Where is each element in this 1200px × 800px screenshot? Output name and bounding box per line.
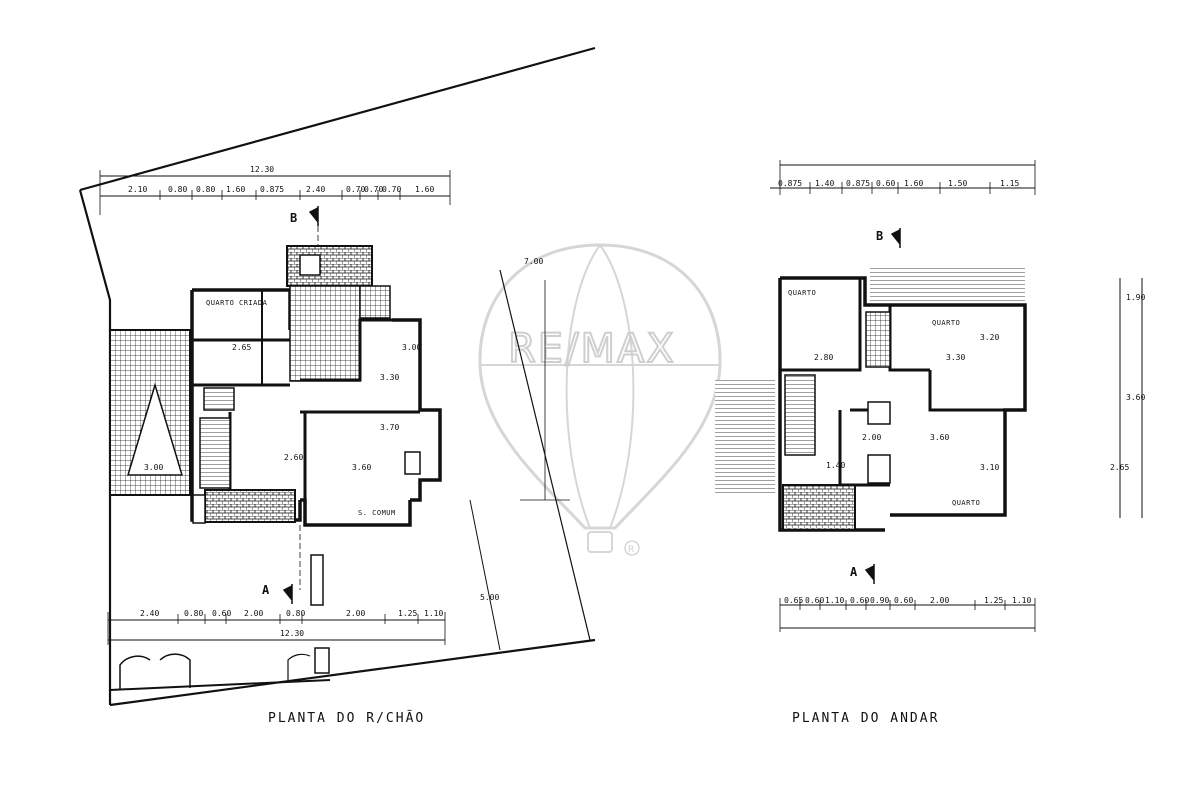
dim: 2.40 (306, 185, 325, 194)
maid-room-width: 2.65 (232, 343, 251, 352)
dim: 1.10 (424, 609, 443, 618)
front-gate (119, 653, 191, 690)
dim: 1.60 (904, 179, 923, 188)
upper-section-a-label: A (850, 565, 858, 579)
upper-room-1-label: QUARTO (788, 289, 816, 297)
dim: 0.60 (805, 596, 824, 605)
ground-section-b-label: B (290, 211, 297, 225)
dim: 0.875 (846, 179, 870, 188)
section-arrow-icon (864, 564, 875, 584)
common-depth: 3.70 (380, 423, 399, 432)
dim: 1.60 (415, 185, 434, 194)
upper-room-3-width: 3.60 (930, 433, 949, 442)
patio-triangle (126, 382, 184, 476)
ground-bottom-dims: 2.40 0.80 0.60 2.00 0.80 2.00 1.25 1.10 (140, 609, 443, 618)
ground-section-a-label: A (262, 583, 270, 597)
dim: 2.00 (930, 596, 949, 605)
side-dim: 5.00 (480, 593, 499, 602)
dim: 0.80 (184, 609, 203, 618)
upper-room-1-width: 2.80 (814, 353, 833, 362)
dim: 1.10 (825, 596, 844, 605)
dim: 0.80 (286, 609, 305, 618)
dim: 0.875 (778, 179, 802, 188)
maid-room-label: QUARTO CRIADA (206, 299, 268, 307)
dim: 2.00 (244, 609, 263, 618)
upper-floor-plan: 0.875 1.40 0.875 0.60 1.60 1.50 1.15 B Q (715, 160, 1145, 726)
dim: 0.90 (870, 596, 889, 605)
dim: 0.70 (382, 185, 401, 194)
dim: 2.40 (140, 609, 159, 618)
dim: 1.10 (1012, 596, 1031, 605)
dim: 1.25 (398, 609, 417, 618)
watermark-text: RE/MAX (508, 326, 676, 372)
dim: 0.70 (346, 185, 365, 194)
ground-top-total-dim: 12.30 (250, 165, 274, 174)
upper-stair-dim: 1.40 (826, 461, 845, 470)
section-arrow-icon (890, 228, 901, 248)
stair-dim: 2.60 (284, 453, 303, 462)
dim: 0.65 (784, 596, 803, 605)
right-total-dim: 7.00 (524, 257, 543, 266)
dim: 0.60 (894, 596, 913, 605)
dim: 0.875 (260, 185, 284, 194)
ground-floor-title: PLANTA DO R/CHÃO (268, 710, 425, 726)
upper-top-dims: 0.875 1.40 0.875 0.60 1.60 1.50 1.15 (778, 179, 1019, 188)
dim: 0.60 (212, 609, 231, 618)
upper-room-2-label: QUARTO (932, 319, 960, 327)
hall-width: 3.00 (402, 343, 421, 352)
upper-bottom-dims: 0.65 0.60 1.10 0.60 0.90 0.60 2.00 1.25 … (784, 596, 1031, 605)
upper-room-3-depth: 3.10 (980, 463, 999, 472)
plot-boundary (78, 46, 596, 707)
remax-watermark: RE/MAX R (478, 243, 722, 556)
upper-room-2-width: 3.30 (946, 353, 965, 362)
dim: 1.50 (948, 179, 967, 188)
dim: 0.80 (196, 185, 215, 194)
right-dim-c: 2.65 (1110, 463, 1129, 472)
ground-top-dims: 2.10 0.80 0.80 1.60 0.875 2.40 0.70 0.70… (128, 185, 434, 194)
upper-room-3-label: QUARTO (952, 499, 980, 507)
section-arrow-icon (308, 206, 319, 226)
upper-bath-width: 2.00 (862, 433, 881, 442)
dim: 1.40 (815, 179, 834, 188)
patio-dim: 3.00 (144, 463, 163, 472)
dim: 1.25 (984, 596, 1003, 605)
upper-room-2-depth: 3.20 (980, 333, 999, 342)
dim: 0.60 (876, 179, 895, 188)
right-dim-b: 3.60 (1126, 393, 1145, 402)
dim: 0.80 (168, 185, 187, 194)
upper-section-b-label: B (876, 229, 883, 243)
ground-floor-plan: 12.30 2.10 0.80 0.80 1.60 0.875 2.40 0.7… (78, 46, 596, 726)
dim: 1.15 (1000, 179, 1019, 188)
dim: 0.70 (364, 185, 383, 194)
dim: 1.60 (226, 185, 245, 194)
upper-floor-title: PLANTA DO ANDAR (792, 711, 939, 726)
hall-depth: 3.30 (380, 373, 399, 382)
ground-bottom-total-dim: 12.30 (280, 629, 304, 638)
dim: 0.60 (850, 596, 869, 605)
watermark-registered-mark: R (628, 545, 634, 555)
section-arrow-icon (282, 584, 293, 604)
common-room-label: S. COMUM (358, 509, 396, 517)
dim: 2.00 (346, 609, 365, 618)
common-width: 3.60 (352, 463, 371, 472)
dim: 2.10 (128, 185, 147, 194)
right-dim-a: 1.90 (1126, 293, 1145, 302)
